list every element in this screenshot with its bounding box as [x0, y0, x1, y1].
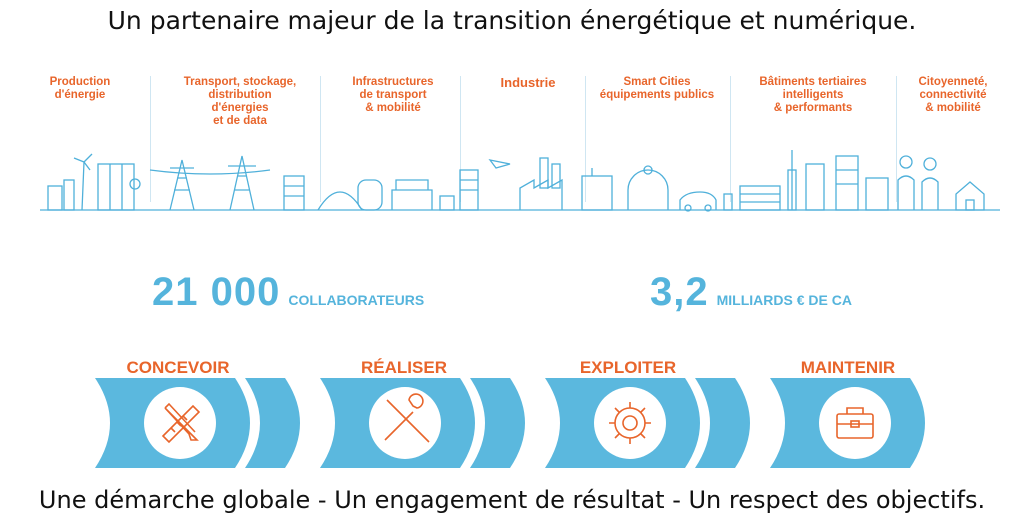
divider	[320, 76, 321, 202]
collaborators-label: COLLABORATEURS	[288, 292, 425, 308]
step-label-concevoir: CONCEVOIR	[126, 358, 230, 377]
sector-label-smart-cities: Smart Cities équipements publics	[599, 76, 715, 101]
step-label-maintenir: MAINTENIR	[800, 358, 896, 377]
sector-label-infrastructures: Infrastructures de transport & mobilité	[352, 76, 434, 114]
step-label-realiser: RÉALISER	[361, 358, 447, 377]
sector-label-transport: Transport, stockage, distribution d'éner…	[183, 76, 297, 127]
divider	[896, 76, 897, 202]
sector-label-industrie: Industrie	[500, 75, 556, 90]
divider	[585, 76, 586, 202]
process-connector-shape	[695, 378, 750, 468]
cityscape-illustration	[40, 150, 1000, 212]
page-title: Un partenaire majeur de la transition én…	[107, 6, 917, 35]
divider	[730, 76, 731, 202]
process-connector-shape	[470, 378, 525, 468]
process-connector-shape	[245, 378, 300, 468]
revenue-label: MILLIARDS € DE CA	[716, 292, 852, 308]
gear-icon	[609, 402, 651, 444]
step-label-exploiter: EXPLOITER	[579, 358, 677, 377]
wrench-screwdriver-icon	[384, 393, 430, 443]
ruler-pencil-icon	[161, 402, 201, 444]
process-chain	[95, 378, 925, 468]
footer-tagline: Une démarche globale - Un engagement de …	[38, 486, 986, 514]
sector-label-citoyennete: Citoyenneté, connectivité & mobilité	[918, 76, 988, 114]
divider	[460, 76, 461, 202]
sector-label-production: Production d'énergie	[49, 76, 111, 101]
collaborators-value: 21 000	[152, 270, 281, 314]
divider	[150, 76, 151, 202]
toolbox-icon	[836, 407, 874, 439]
revenue-value: 3,2	[650, 270, 709, 314]
sector-label-batiments: Bâtiments tertiaires intelligents & perf…	[759, 76, 867, 114]
sector-labels: Production d'énergie Transport, stockage…	[20, 76, 1004, 216]
